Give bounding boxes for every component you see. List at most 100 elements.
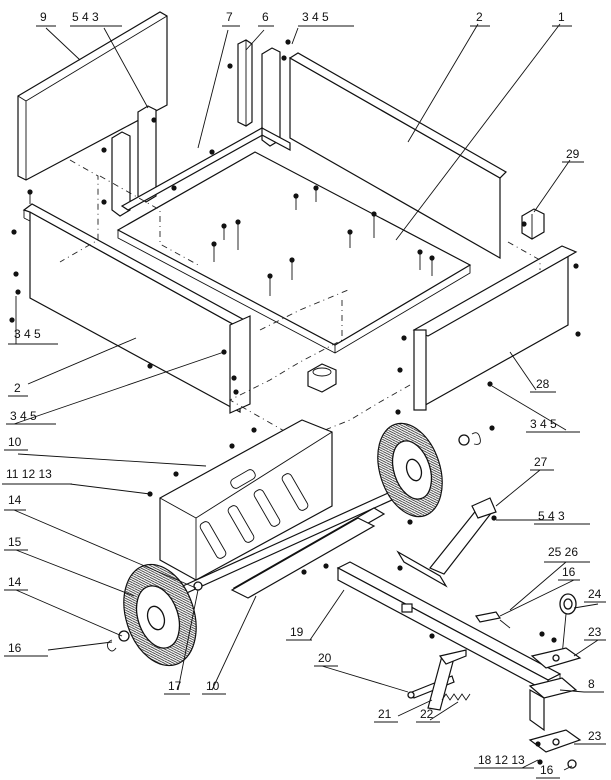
side-panel-part-2-back [288,52,507,260]
eyebolt-part-24 [559,593,577,657]
callout-15: 15 [4,535,28,551]
callout-18-12-13: 18 12 13 [474,753,534,769]
callout-17: 17 [164,679,190,695]
callout-3-4-5-left: 3 4 5 [8,327,58,345]
hitch-plate-part-23-lower [528,729,582,769]
callout-23-top: 23 [584,625,606,641]
callout-28-text: 28 [536,377,550,391]
axle-bracket-part-10 [159,419,333,581]
callout-16-bottom-text: 16 [540,763,554,777]
callout-14-top-text: 14 [8,493,22,507]
callout-18-12-13-text: 18 12 13 [478,753,525,767]
rear-panel-part-28 [412,245,578,411]
callout-14-bottom-text: 14 [8,575,22,589]
callout-9: 9 [36,10,56,27]
callout-11-12-13-text: 11 12 13 [6,467,52,481]
back-rail [120,126,291,211]
callout-6: 6 [258,10,274,27]
callout-5-4-3-top: 5 4 3 [70,10,122,27]
callout-6-text: 6 [262,10,269,24]
corner-bracket [229,315,251,414]
hitch-plate-part-23-upper [530,647,582,669]
stake-pocket-part-7 [111,47,281,217]
callout-16-right: 16 [558,565,580,581]
callout-23-bottom: 23 [584,729,606,745]
pin-plate-part-21 [427,649,467,711]
callout-16-left: 16 [4,641,48,657]
callout-7-text: 7 [226,10,233,24]
callout-20-text: 20 [318,651,332,665]
callout-labels: 9 5 4 3 7 6 3 4 5 2 1 29 3 4 5 2 28 3 4 … [2,10,606,779]
callout-22-text: 22 [420,707,434,721]
callout-15-text: 15 [8,535,22,549]
callout-16-left-text: 16 [8,641,22,655]
callout-16-right-text: 16 [562,565,576,579]
callout-14-bottom: 14 [4,575,28,591]
wheel-left-part-15 [107,563,203,667]
floor-part-1 [116,151,472,354]
callout-22: 22 [416,707,440,723]
leg-bracket-part-10 [230,517,376,599]
tongue-part-19 [336,561,562,693]
callout-2-bottom-text: 2 [14,381,21,395]
callout-24-text: 24 [588,587,602,601]
callout-11-12-13: 11 12 13 [2,467,72,485]
callout-3-4-5-lower-left-text: 3 4 5 [10,409,37,423]
callout-10-top: 10 [4,435,28,451]
callout-10-bottom-text: 10 [206,679,220,693]
undercarriage-bolts [147,425,557,765]
callout-29: 29 [562,147,584,163]
callout-19: 19 [286,625,312,641]
callout-5-4-3-right: 5 4 3 [534,509,590,525]
callout-29-text: 29 [566,147,580,161]
support-arm-part-27 [396,497,497,588]
callout-3-4-5-left-text: 3 4 5 [14,327,41,341]
callout-3-4-5-top: 3 4 5 [298,10,354,27]
callout-1-text: 1 [558,10,565,24]
callout-28: 28 [530,377,556,393]
callout-25-26: 25 26 [544,545,590,563]
callout-21: 21 [374,707,398,723]
callout-2-top: 2 [470,10,490,27]
callout-23-bottom-text: 23 [588,729,602,743]
callout-3-4-5-top-text: 3 4 5 [302,10,329,24]
callout-2-top-text: 2 [476,10,483,24]
callout-10-top-text: 10 [8,435,22,449]
callout-9-text: 9 [40,10,47,24]
spring-pin-part-22 [441,693,471,701]
callout-8-text: 8 [588,677,595,691]
callout-2-bottom: 2 [8,381,28,397]
side-panel-part-2-front [22,203,250,414]
callout-3-4-5-right: 3 4 5 [526,417,580,433]
callout-10-bottom: 10 [202,679,226,695]
corner-post-part-6 [237,39,253,127]
hitch-part-8 [528,677,578,732]
front-panel-part-9 [17,11,168,181]
callout-24: 24 [584,587,606,603]
callout-19-text: 19 [290,625,304,639]
callout-8: 8 [584,677,604,693]
callout-5-4-3-top-text: 5 4 3 [72,10,99,24]
latch-part-29 [521,208,545,240]
callout-3-4-5-right-text: 3 4 5 [530,417,557,431]
clip-pin-part-16 [475,611,511,629]
callout-16-bottom: 16 [536,763,560,779]
fastener-bolts [9,39,581,415]
center-hitch-block [307,363,337,393]
callout-27: 27 [530,455,554,471]
callout-7: 7 [222,10,240,27]
callout-5-4-3-right-text: 5 4 3 [538,509,565,523]
callout-23-top-text: 23 [588,625,602,639]
callout-3-4-5-lower-left: 3 4 5 [6,409,56,425]
callout-27-text: 27 [534,455,548,469]
callout-17-text: 17 [168,679,182,693]
leader-lines [13,23,599,771]
callout-14-top: 14 [4,493,26,511]
callout-21-text: 21 [378,707,392,721]
callout-20: 20 [314,651,338,667]
wheel-right-part-15 [377,422,481,518]
callout-1: 1 [552,10,572,27]
alignment-lines [59,159,541,441]
